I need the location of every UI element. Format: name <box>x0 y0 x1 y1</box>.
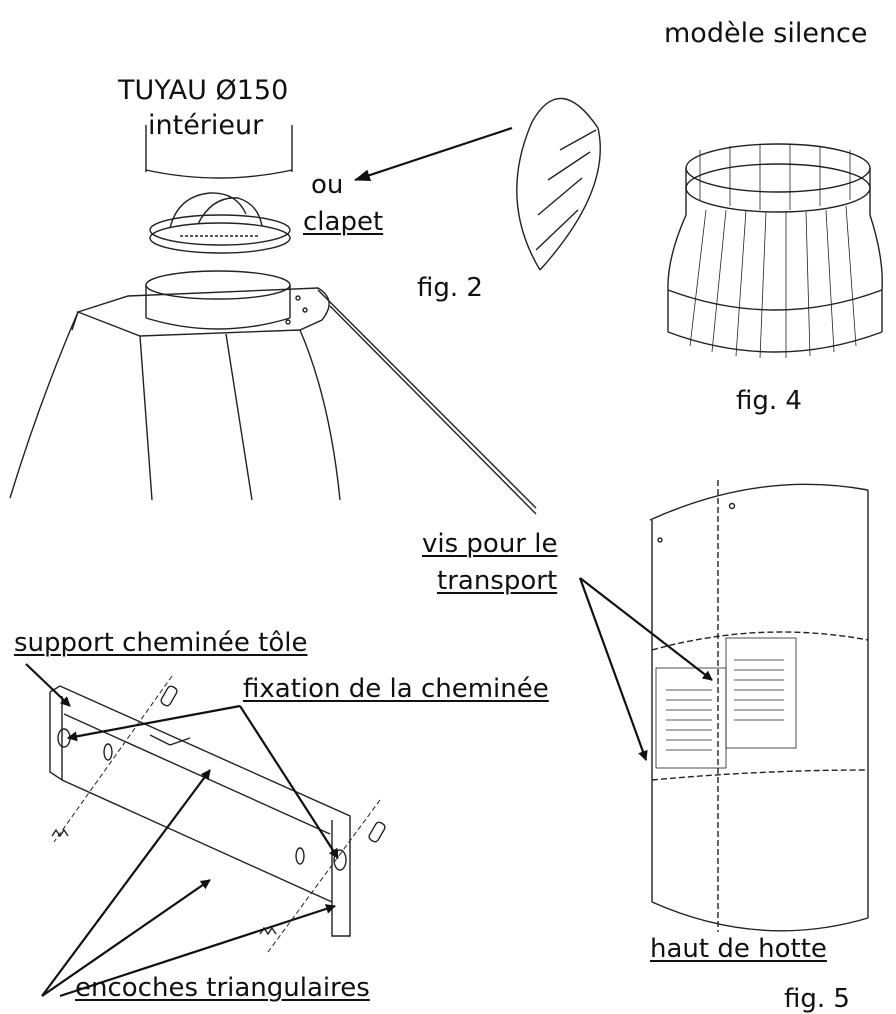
chimney-support-drawing <box>49 675 386 953</box>
flap-drawing <box>149 192 291 254</box>
or-label: ou <box>311 170 344 200</box>
notches-label: encoches triangulaires <box>75 973 370 1003</box>
fig2-label: fig. 2 <box>417 273 483 303</box>
arrow-support <box>25 663 71 707</box>
leader-arrows <box>25 126 713 998</box>
flap-label: clapet <box>303 207 384 237</box>
chimney-support-label: support cheminée tôle <box>14 628 308 658</box>
fig2-hood-drawing <box>9 125 537 515</box>
transport-screw-label-line1: vis pour le <box>422 529 558 559</box>
arrow-notch-3 <box>59 904 336 998</box>
fig4-reducer-drawing <box>667 143 883 359</box>
pipe-label: TUYAU Ø150 <box>118 75 289 106</box>
arrow-transport-left <box>578 577 648 761</box>
silence-model-dome <box>516 97 601 271</box>
transport-screw-label-line2: transport <box>437 566 558 596</box>
pipe-drawing <box>145 125 293 179</box>
arrow-notch-2 <box>41 879 211 997</box>
hood-top-label: haut de hotte <box>650 934 827 964</box>
chimney-fixing-label: fixation de la cheminée <box>243 674 549 704</box>
pipe-sub-label: intérieur <box>148 110 264 141</box>
fig5-label: fig. 5 <box>784 984 850 1014</box>
collar-drawing <box>145 270 291 330</box>
arrow-notch-1 <box>41 769 211 997</box>
arrow-fixing-left <box>67 704 241 742</box>
silence-model-label: modèle silence <box>664 18 868 49</box>
arrow-fixing-right <box>239 705 339 859</box>
fig5-chimney-drawing <box>649 480 869 932</box>
arrow-dome-to-or <box>354 126 513 182</box>
arrow-transport-right <box>579 577 713 681</box>
fig4-label: fig. 4 <box>736 386 802 416</box>
